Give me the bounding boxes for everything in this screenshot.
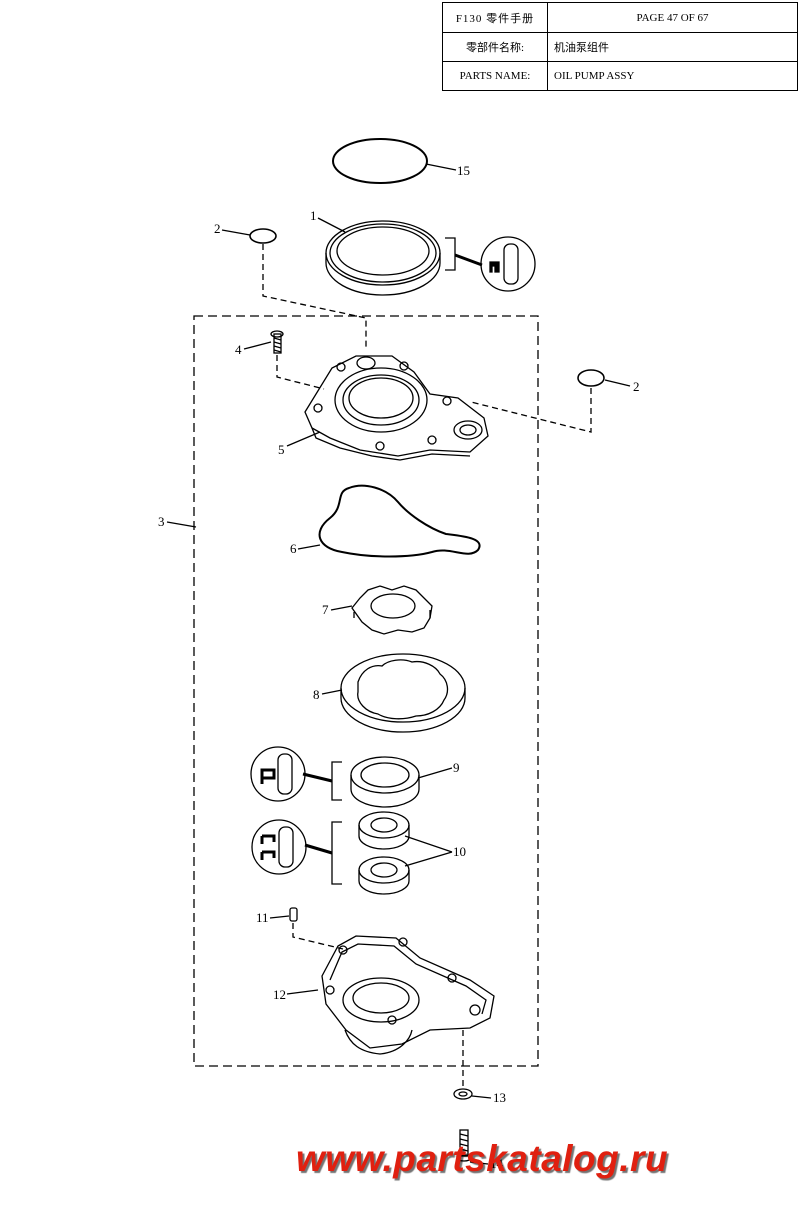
bracket-1 <box>445 237 456 271</box>
callout-8: 8 <box>313 687 320 702</box>
leader-2-right <box>604 379 631 387</box>
callout-3: 3 <box>158 514 165 529</box>
callout-11: 11 <box>256 910 269 925</box>
callout-7: 7 <box>322 602 329 617</box>
dowel-pin-part-11 <box>289 907 298 922</box>
parts-name-cn-value: 机油泵组件 <box>547 32 798 62</box>
center-line-2-left <box>262 244 367 350</box>
o-ring-part-2-left <box>249 228 277 244</box>
leader-11 <box>269 915 290 919</box>
bolt-part-14 <box>456 1129 472 1162</box>
gasket-part-6 <box>318 484 481 558</box>
callout-9: 9 <box>453 760 460 775</box>
leader-2-left <box>221 229 251 236</box>
assembly-boundary <box>193 315 539 1067</box>
manual-title: F130 零件手册 <box>442 2 548 33</box>
parts-name-en-value: OIL PUMP ASSY <box>547 61 798 91</box>
bracket-10 <box>331 821 342 885</box>
callout-14: 14 <box>490 1156 504 1171</box>
detail-view-9 <box>250 746 306 802</box>
bracket-9 <box>331 761 342 801</box>
callout-5: 5 <box>278 442 285 457</box>
leader-8 <box>321 689 343 695</box>
washer-part-13 <box>453 1088 473 1100</box>
callout-4: 4 <box>235 342 242 357</box>
callout-2-left: 2 <box>214 221 221 236</box>
housing-part-5 <box>304 355 489 461</box>
detail-view-10 <box>251 819 307 875</box>
center-line-2-right <box>470 388 592 433</box>
leader-7 <box>330 605 353 611</box>
callout-1: 1 <box>310 208 317 223</box>
callout-2-right: 2 <box>633 379 640 394</box>
o-ring-part-15 <box>332 138 428 184</box>
outer-rotor-part-8 <box>340 653 466 733</box>
o-ring-part-2-right <box>577 369 605 387</box>
bolt-part-4 <box>270 330 284 354</box>
leader-6 <box>297 544 321 550</box>
callout-10: 10 <box>453 844 466 859</box>
callout-6: 6 <box>290 541 297 556</box>
pump-cover-part-12 <box>321 935 495 1055</box>
inner-rotor-part-7 <box>351 585 433 635</box>
oil-seal-part-9 <box>350 756 420 808</box>
callout-15: 15 <box>457 163 470 178</box>
leader-10a <box>404 835 453 853</box>
leader-12 <box>286 989 319 995</box>
leader-1 <box>317 217 346 233</box>
title-block: F130 零件手册 PAGE 47 OF 67 零部件名称: 机油泵组件 PAR… <box>442 2 798 91</box>
page-number: PAGE 47 OF 67 <box>547 2 798 33</box>
watermark-text: www.partskatalog.ru <box>296 1138 669 1179</box>
leader-13 <box>471 1095 492 1099</box>
leader-15 <box>425 163 457 171</box>
callout-13: 13 <box>493 1090 506 1105</box>
leader-10b <box>404 851 453 867</box>
leader-14 <box>469 1161 489 1165</box>
callout-12: 12 <box>273 987 286 1002</box>
leader-9 <box>417 767 453 779</box>
seal-part-10-upper <box>358 811 410 850</box>
leader-4 <box>243 341 272 350</box>
seal-ring-part-1 <box>325 220 441 296</box>
seal-part-10-lower <box>358 856 410 895</box>
leader-5 <box>286 431 321 447</box>
leader-3 <box>166 521 197 528</box>
detail-view-1 <box>480 236 536 292</box>
